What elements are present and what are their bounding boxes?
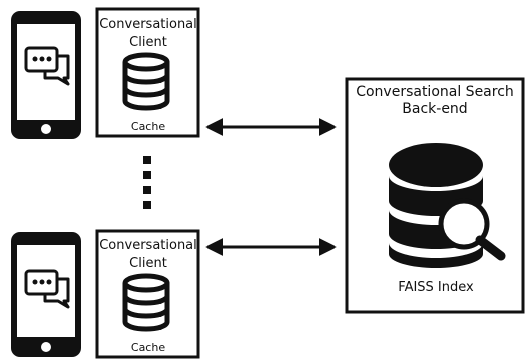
client-title-line1: Conversational <box>99 238 197 253</box>
cache-label: Cache <box>131 120 165 133</box>
conversational-client-box: Conversational Client Cache <box>95 229 200 359</box>
database-search-icon <box>389 143 506 268</box>
vertical-ellipsis <box>143 156 151 209</box>
database-icon <box>122 52 170 111</box>
client-title-line1: Conversational <box>99 17 197 32</box>
smartphone-chat-icon <box>11 232 81 357</box>
smartphone-chat-icon <box>11 11 81 139</box>
conversational-search-backend-box: Conversational Search Back-end FAISS Ind… <box>345 77 525 314</box>
cache-label: Cache <box>131 341 165 354</box>
database-icon <box>122 273 170 332</box>
conversational-client-box: Conversational Client Cache <box>95 7 200 138</box>
backend-title-line2: Back-end <box>402 101 467 117</box>
client-title-line2: Client <box>129 35 167 50</box>
faiss-index-label: FAISS Index <box>398 280 474 295</box>
backend-title-line1: Conversational Search <box>356 84 514 100</box>
client-title-line2: Client <box>129 256 167 271</box>
